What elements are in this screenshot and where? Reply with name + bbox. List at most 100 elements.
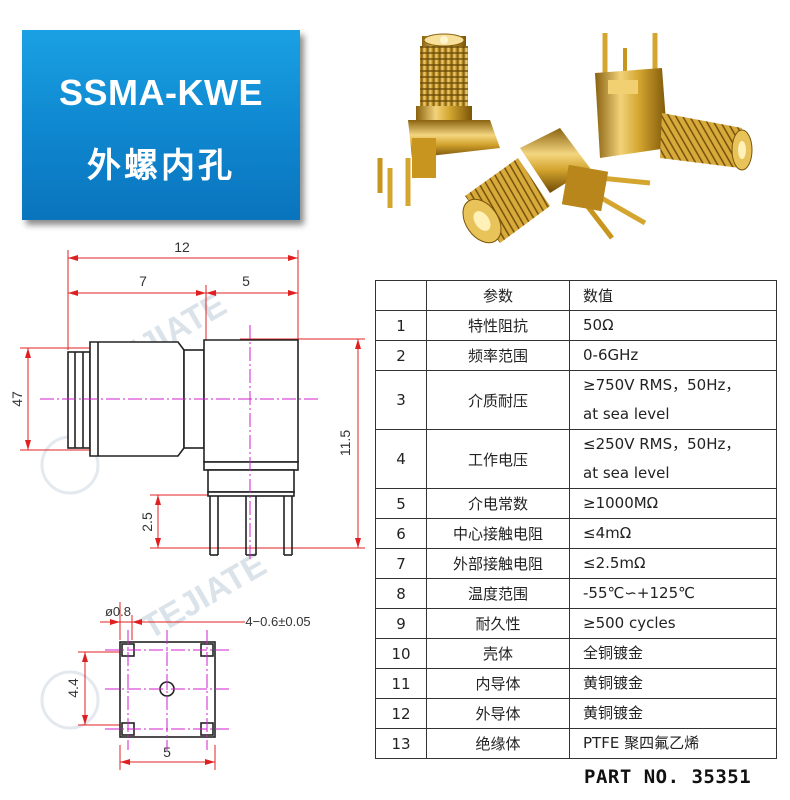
header-param: 参数	[426, 280, 570, 311]
spec-row-value: ≤4mΩ	[569, 518, 777, 549]
spec-row-param: 绝缘体	[426, 728, 570, 759]
spec-row-param: 温度范围	[426, 578, 570, 609]
spec-row-value: 黄铜镀金	[569, 668, 777, 699]
spec-row-no: 11	[375, 668, 427, 699]
spec-row-value: ≤250V RMS，50Hz， at sea level	[569, 429, 777, 489]
spec-row-value: 0-6GHz	[569, 340, 777, 371]
spec-row-param: 工作电压	[426, 429, 570, 489]
spec-value-line: 黄铜镀金	[583, 674, 644, 692]
dim-right-width: 5	[242, 273, 250, 289]
spec-row-value: PTFE 聚四氟乙烯	[569, 728, 777, 759]
spec-row-no: 4	[375, 429, 427, 489]
spec-value-line: 50Ω	[583, 316, 614, 334]
spec-row-param: 频率范围	[426, 340, 570, 371]
spec-row-value: ≥1000MΩ	[569, 488, 777, 519]
spec-value-line: 黄铜镀金	[583, 704, 644, 722]
bottom-center-lines	[105, 630, 230, 750]
spec-row-value: 黄铜镀金	[569, 698, 777, 729]
connector-photo-2	[462, 128, 651, 244]
spec-row-param: 外部接触电阻	[426, 548, 570, 579]
spec-row-no: 3	[375, 370, 427, 430]
center-lines	[40, 325, 320, 560]
spec-row-no: 12	[375, 698, 427, 729]
dim-left-width: 7	[139, 273, 147, 289]
spec-row-param: 介电常数	[426, 488, 570, 519]
spec-table-header: 参数 数值	[375, 280, 777, 311]
spec-row-param: 耐久性	[426, 608, 570, 639]
spec-value-line: 全铜镀金	[583, 644, 644, 662]
connector-photo-1	[377, 33, 500, 208]
side-view-outline	[67, 339, 299, 556]
dim-total-width: 12	[174, 239, 190, 255]
spec-row-value: 50Ω	[569, 310, 777, 341]
spec-row-param: 外导体	[426, 698, 570, 729]
spec-row-value: -55℃∽+125℃	[569, 578, 777, 609]
spec-value-line: ≤2.5mΩ	[583, 554, 646, 572]
spec-row-param: 壳体	[426, 638, 570, 669]
product-photo	[377, 33, 753, 244]
dim-base-width: 5	[163, 744, 171, 760]
spec-row-no: 9	[375, 608, 427, 639]
spec-row-param: 内导体	[426, 668, 570, 699]
spec-row-value: ≥500 cycles	[569, 608, 777, 639]
bottom-dimension-arrows	[82, 619, 215, 765]
header-value: 数值	[569, 280, 777, 311]
spec-value-line: ≥750V RMS，50Hz，	[583, 376, 741, 394]
dim-pin-spacing: 4.4	[65, 678, 81, 698]
spec-row-no: 5	[375, 488, 427, 519]
spec-row-no: 7	[375, 548, 427, 579]
spec-value-line: ≥500 cycles	[583, 614, 676, 632]
header-no	[375, 280, 427, 311]
spec-row-no: 13	[375, 728, 427, 759]
spec-value-line: ≤250V RMS，50Hz，	[583, 435, 741, 453]
spec-row-value: ≤2.5mΩ	[569, 548, 777, 579]
model-name: SSMA-KWE	[59, 72, 263, 113]
dim-right-height: 11.5	[337, 430, 353, 456]
spec-row-value: 全铜镀金	[569, 638, 777, 669]
dimension-lines	[20, 250, 365, 549]
spec-row-value: ≥750V RMS，50Hz， at sea level	[569, 370, 777, 430]
svg-text:TEJIATE: TEJIATE	[135, 545, 273, 647]
spec-row-param: 特性阻抗	[426, 310, 570, 341]
spec-value-line: at sea level	[583, 405, 670, 423]
spec-value-line: ≥1000MΩ	[583, 494, 659, 512]
dim-pin-spec: 4−0.6±0.05	[245, 614, 310, 629]
spec-row-param: 中心接触电阻	[426, 518, 570, 549]
dim-pin-length: 2.5	[139, 512, 155, 532]
spec-row-no: 10	[375, 638, 427, 669]
spec-value-line: PTFE 聚四氟乙烯	[583, 734, 700, 752]
dim-pin-dia: ø0.8	[105, 604, 131, 619]
spec-row-no: 6	[375, 518, 427, 549]
spec-row-no: 2	[375, 340, 427, 371]
spec-row-param: 介质耐压	[426, 370, 570, 430]
connector-photo-3	[595, 33, 753, 171]
dim-left-height: 47	[9, 391, 25, 407]
title-banner: SSMA-KWE 外螺内孔	[22, 30, 300, 220]
spec-value-line: ≤4mΩ	[583, 524, 632, 542]
spec-value-line: at sea level	[583, 464, 670, 482]
spec-row-no: 1	[375, 310, 427, 341]
spec-row-no: 8	[375, 578, 427, 609]
spec-value-line: 0-6GHz	[583, 346, 639, 364]
spec-value-line: -55℃∽+125℃	[583, 584, 695, 602]
dimension-arrows	[25, 255, 361, 548]
model-subtitle: 外螺内孔	[87, 146, 235, 186]
part-number: PART NO. 35351	[584, 766, 752, 788]
bottom-dimension-lines	[78, 602, 245, 770]
technical-drawing: TEJIATE TEJIATE	[9, 239, 365, 770]
